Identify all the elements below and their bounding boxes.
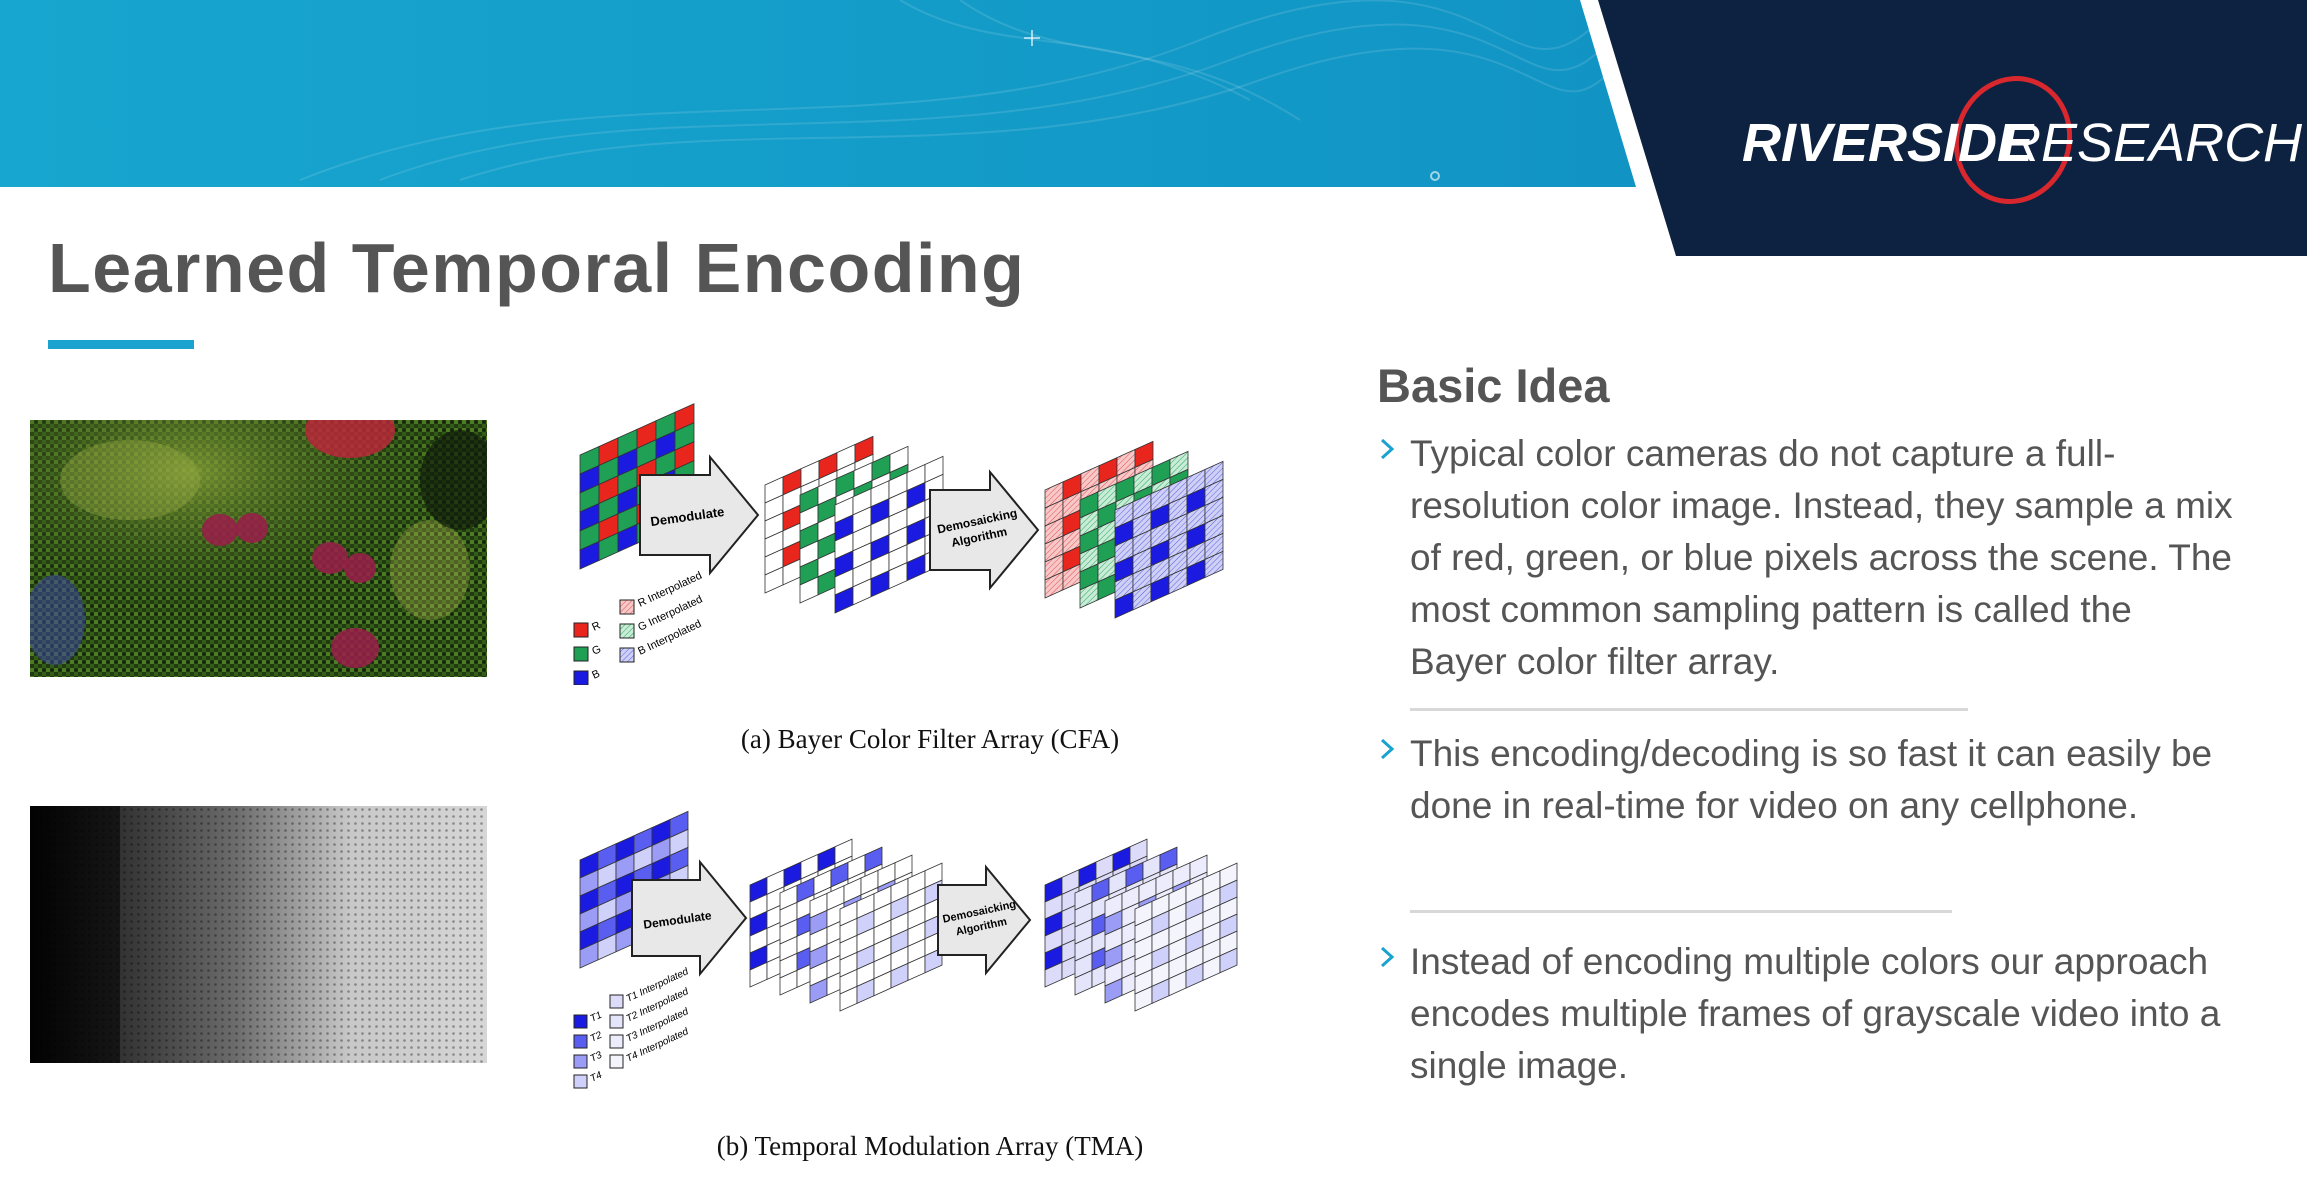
legend-t4: T4 xyxy=(589,1070,605,1085)
demosaicking-arrow: Demosaicking Algorithm xyxy=(929,469,1040,591)
tma-caption: (b) Temporal Modulation Array (TMA) xyxy=(716,1131,1144,1161)
cfa-caption: (a) Bayer Color Filter Array (CFA) xyxy=(740,724,1120,754)
bullet-divider xyxy=(1410,708,1968,711)
logo-text-bold: RIVERSIDE xyxy=(1742,113,2035,173)
chevron-right-icon xyxy=(1380,738,1395,760)
slide-title: Learned Temporal Encoding xyxy=(48,229,1026,307)
t4-channel-grid xyxy=(839,862,943,1012)
legend-b: B xyxy=(590,668,602,682)
cfa-legend: R G B R Interpolated G Interpolated B In… xyxy=(573,570,704,685)
bullet-text: Typical color cameras do not capture a f… xyxy=(1410,433,2233,682)
title-underline xyxy=(48,340,194,349)
temporal-mosaic-photo xyxy=(30,806,487,1063)
bullet-text: Instead of encoding multiple colors our … xyxy=(1410,941,2221,1086)
demosaicking-arrow-tma: Demosaicking Algorithm xyxy=(937,864,1032,976)
header-banner: RIVERSIDE RESEARCH xyxy=(0,0,2307,256)
chevron-right-icon xyxy=(1380,946,1395,968)
legend-t1: T1 xyxy=(589,1010,604,1025)
demodulate-arrow-tma: Demodulate xyxy=(631,859,748,977)
demodulate-arrow: Demodulate xyxy=(639,454,760,576)
bullet-divider xyxy=(1410,910,1952,913)
bullet-item: This encoding/decoding is so fast it can… xyxy=(1378,728,2238,832)
bullet-item: Instead of encoding multiple colors our … xyxy=(1378,936,2238,1092)
t4-interp-grid xyxy=(1134,862,1238,1012)
b-interp-grid xyxy=(1114,460,1224,619)
legend-r: R xyxy=(590,619,602,633)
company-logo: RIVERSIDE RESEARCH xyxy=(1742,76,2303,204)
bullet-text: This encoding/decoding is so fast it can… xyxy=(1410,733,2213,826)
chevron-right-icon xyxy=(1380,438,1395,460)
legend-g: G xyxy=(590,643,603,657)
basic-idea-heading: Basic Idea xyxy=(1377,359,1610,412)
logo-text-light: RESEARCH xyxy=(2002,113,2303,173)
legend-t2: T2 xyxy=(589,1030,605,1045)
legend-t3: T3 xyxy=(589,1050,605,1065)
cfa-diagram: Demodulate Demosaicking Algorithm R G B … xyxy=(573,403,1224,685)
bayer-mosaic-photo xyxy=(30,420,487,677)
bullet-item: Typical color cameras do not capture a f… xyxy=(1378,428,2238,688)
tma-diagram: Demodulate Demosaicking Algorithm T1 T2 … xyxy=(573,810,1238,1089)
tma-legend: T1 T2 T3 T4 T1 Interpolated T2 Interpola… xyxy=(573,966,691,1089)
